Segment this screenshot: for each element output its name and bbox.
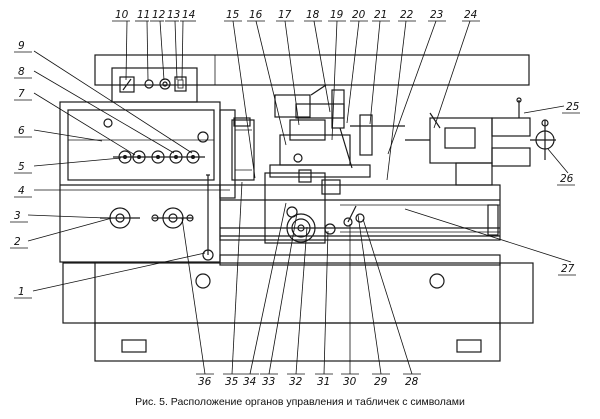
callout-28: 28 — [405, 376, 419, 388]
lathe-bed — [219, 184, 501, 241]
callout-1: 1 — [18, 286, 25, 298]
callout-20: 20 — [352, 9, 366, 21]
callout-24: 24 — [464, 9, 477, 21]
callout-34: 34 — [243, 376, 256, 388]
callout-33: 33 — [262, 376, 275, 388]
callout-4: 4 — [18, 185, 25, 197]
apron — [264, 172, 326, 244]
callout-6: 6 — [18, 125, 25, 137]
callout-35: 35 — [225, 376, 239, 388]
callout-13: 13 — [167, 9, 180, 21]
switch-button — [174, 76, 187, 92]
tailstock — [429, 117, 493, 164]
callout-36: 36 — [198, 376, 212, 388]
callout-21: 21 — [374, 9, 387, 21]
callout-23: 23 — [430, 9, 443, 21]
callout-2: 2 — [14, 236, 21, 248]
chuck — [231, 119, 255, 181]
base — [94, 322, 501, 362]
callout-30: 30 — [343, 376, 357, 388]
callout-17: 17 — [278, 9, 292, 21]
callout-29: 29 — [374, 376, 388, 388]
callout-12: 12 — [152, 9, 166, 21]
cross-slide — [279, 134, 351, 166]
callout-22: 22 — [400, 9, 414, 21]
base-hole — [195, 273, 211, 289]
callout-26: 26 — [560, 173, 574, 185]
callout-8: 8 — [18, 66, 25, 78]
leader-lines — [27, 20, 572, 375]
callout-18: 18 — [306, 9, 320, 21]
callout-10: 10 — [115, 9, 129, 21]
callout-9: 9 — [18, 40, 25, 52]
callout-3: 3 — [14, 210, 21, 222]
callout-16: 16 — [249, 9, 263, 21]
tool-post — [289, 119, 326, 141]
callout-25: 25 — [566, 101, 580, 113]
callout-14: 14 — [182, 9, 195, 21]
indicator-lamp — [144, 79, 154, 89]
top-cabinet — [94, 54, 530, 86]
callout-5: 5 — [18, 161, 25, 173]
callout-32: 32 — [289, 376, 303, 388]
number-underlines — [10, 20, 580, 375]
callout-numbers: 1 2 3 4 5 6 7 8 9 10 11 12 13 14 15 16 1… — [14, 9, 580, 388]
headstock — [59, 101, 221, 263]
pedestal — [62, 262, 534, 324]
callout-19: 19 — [330, 9, 344, 21]
callout-27: 27 — [561, 263, 575, 275]
callout-11: 11 — [137, 9, 150, 21]
callout-7: 7 — [18, 88, 25, 100]
callout-31: 31 — [317, 376, 330, 388]
lathe-drawing — [59, 54, 556, 362]
callout-15: 15 — [226, 9, 240, 21]
figure-caption: Рис. 5. Расположение органов управления … — [135, 396, 465, 408]
